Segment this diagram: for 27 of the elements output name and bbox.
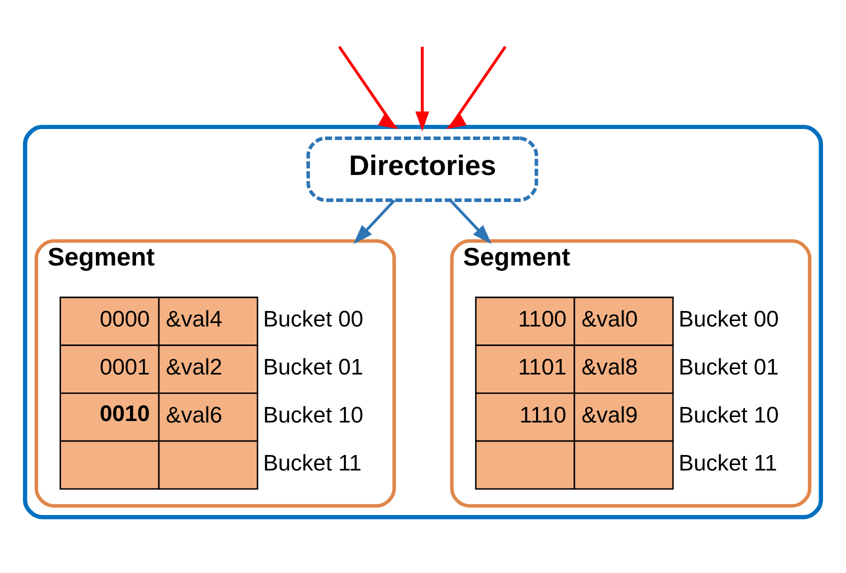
- label: 0010: [100, 400, 150, 426]
- label: Bucket 11: [263, 450, 362, 475]
- label: Bucket 01: [678, 354, 779, 380]
- label: &val2: [166, 354, 222, 380]
- cluster: [22, 124, 824, 519]
- label: &val0: [581, 306, 638, 332]
- arrow: [415, 46, 430, 131]
- label: &val4: [166, 306, 222, 332]
- arrow: [446, 45, 506, 129]
- label: 0000: [100, 306, 150, 332]
- node-box: Directories: [306, 136, 538, 202]
- label: Bucket 10: [678, 402, 779, 427]
- label: 0001: [100, 354, 150, 380]
- label: Bucket 01: [263, 354, 364, 380]
- arrow: [449, 198, 492, 244]
- label: 1101: [518, 354, 566, 380]
- label: Bucket 10: [263, 402, 364, 427]
- label: Bucket 00: [263, 306, 364, 332]
- label: &val8: [581, 354, 638, 380]
- label: 1110: [519, 402, 566, 427]
- label: 1100: [518, 306, 566, 332]
- label: Bucket 00: [678, 306, 779, 332]
- arrow: [353, 198, 396, 244]
- arrow: [338, 45, 399, 129]
- label: &val9: [581, 402, 638, 427]
- label: &val6: [166, 402, 222, 427]
- label: Bucket 11: [678, 450, 778, 475]
